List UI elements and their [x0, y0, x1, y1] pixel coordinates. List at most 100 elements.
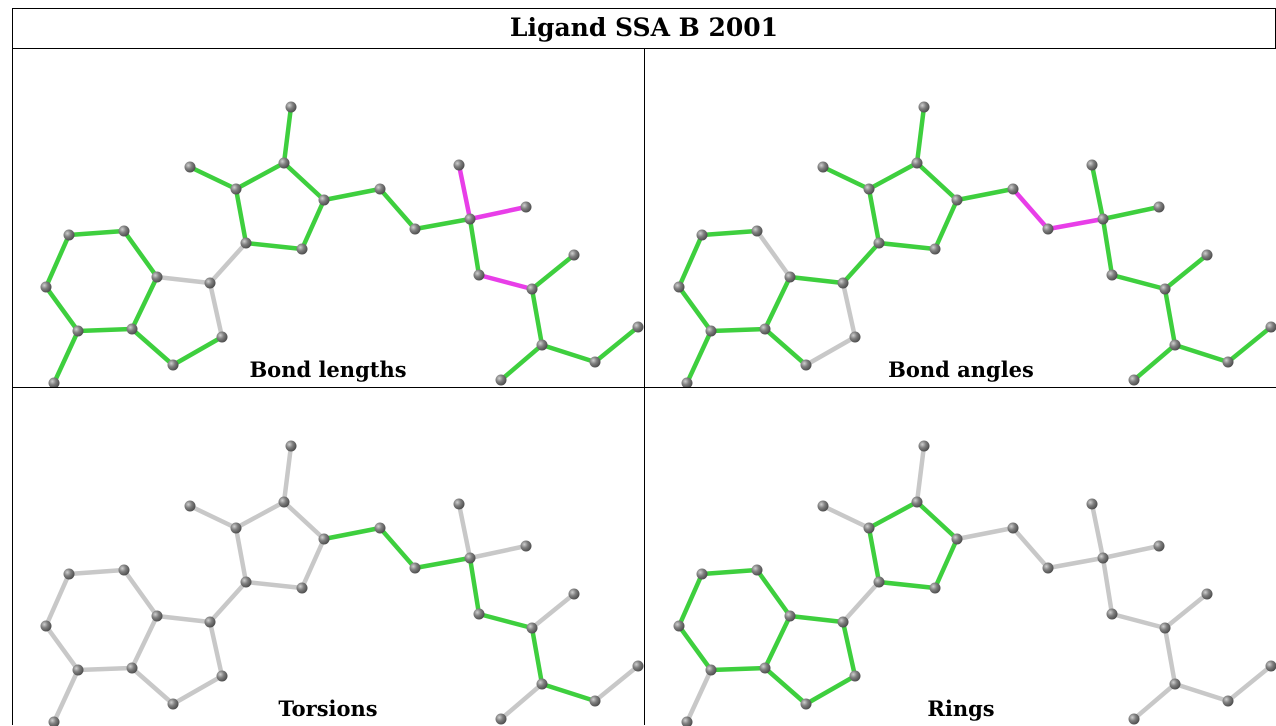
atom-a2 [752, 565, 763, 576]
atom-a12 [231, 523, 242, 534]
atom-a16 [319, 195, 330, 206]
atom-a2 [119, 226, 130, 237]
atom-a6 [760, 324, 771, 335]
bond-a18-a19 [380, 189, 415, 229]
atom-a22 [521, 202, 532, 213]
atom-a11 [874, 577, 885, 588]
atom-a4 [152, 272, 163, 283]
atom-a23 [474, 609, 485, 620]
bond-a24-a26 [1165, 289, 1175, 345]
bond-a3-a5 [46, 287, 78, 331]
bond-a14-a15 [284, 446, 291, 502]
bond-a24-a25 [1165, 594, 1207, 628]
atom-a26 [537, 679, 548, 690]
molecule-diagram-bond-angles [645, 49, 1276, 387]
atom-a4 [785, 272, 796, 283]
bond-a16-a18 [957, 528, 1013, 539]
atom-a14 [279, 158, 290, 169]
bond-a12-a14 [869, 163, 917, 189]
bond-a14-a16 [284, 502, 324, 539]
panel-rings: Rings [645, 388, 1276, 726]
bond-a1-a3 [46, 574, 69, 626]
atom-a29 [633, 661, 644, 672]
bond-a11-a17 [246, 582, 302, 588]
figure-table: Ligand SSA B 2001 Bond lengths Bond angl… [12, 8, 1276, 725]
bond-a4-a8 [790, 616, 843, 622]
bond-a3-a5 [46, 626, 78, 670]
bond-a1-a3 [46, 235, 69, 287]
atom-a20 [465, 553, 476, 564]
atom-a6 [127, 663, 138, 674]
bond-a8-a11 [210, 582, 246, 622]
atom-a15 [286, 441, 297, 452]
bond-a14-a15 [284, 107, 291, 163]
atom-a4 [785, 611, 796, 622]
atom-a13 [818, 501, 829, 512]
bond-a8-a11 [843, 243, 879, 283]
atom-a1 [697, 569, 708, 580]
bond-a2-a4 [757, 231, 790, 277]
atom-a18 [1008, 184, 1019, 195]
atom-a23 [1107, 270, 1118, 281]
atom-a1 [64, 230, 75, 241]
atom-a21 [1087, 160, 1098, 171]
bond-a24-a25 [532, 594, 574, 628]
bond-a4-a6 [132, 277, 157, 329]
bond-a12-a13 [190, 167, 236, 189]
atom-a5 [706, 665, 717, 676]
bond-a23-a24 [479, 614, 532, 628]
atom-a21 [1087, 499, 1098, 510]
atom-a29 [1266, 322, 1276, 333]
bond-a18-a19 [1013, 189, 1048, 229]
bond-a20-a23 [1103, 219, 1112, 275]
molecule-diagram-rings [645, 388, 1276, 726]
bond-a24-a25 [1165, 255, 1207, 289]
atom-a3 [674, 621, 685, 632]
bond-a11-a12 [869, 189, 879, 243]
atom-a19 [410, 563, 421, 574]
atom-a5 [706, 326, 717, 337]
atom-a12 [864, 523, 875, 534]
panel-bond-angles: Bond angles [645, 49, 1276, 387]
caption-bond-angles: Bond angles [645, 357, 1276, 382]
bond-a19-a20 [415, 219, 470, 229]
bond-a20-a22 [1103, 207, 1159, 219]
atom-a16 [952, 195, 963, 206]
caption-torsions: Torsions [12, 696, 644, 721]
atom-a8 [205, 278, 216, 289]
atom-a19 [1043, 224, 1054, 235]
atom-a29 [1266, 661, 1276, 672]
atom-a24 [527, 284, 538, 295]
bond-a14-a16 [284, 163, 324, 200]
bond-a12-a13 [823, 506, 869, 528]
atom-a1 [697, 230, 708, 241]
atom-a25 [1202, 589, 1213, 600]
bond-a23-a24 [1112, 275, 1165, 289]
bond-a24-a25 [532, 255, 574, 289]
bond-a11-a17 [879, 582, 935, 588]
atom-a3 [41, 282, 52, 293]
bond-a20-a23 [470, 558, 479, 614]
bond-a16-a18 [324, 189, 380, 200]
atom-a4 [152, 611, 163, 622]
atom-a10 [850, 671, 861, 682]
atom-a10 [850, 332, 861, 343]
atom-a17 [930, 244, 941, 255]
atom-a13 [818, 162, 829, 173]
bond-a11-a12 [869, 528, 879, 582]
atom-a10 [217, 671, 228, 682]
border-left [12, 8, 13, 725]
bond-a12-a14 [869, 502, 917, 528]
bond-a24-a26 [532, 289, 542, 345]
bond-a1-a3 [679, 235, 702, 287]
caption-rings: Rings [645, 696, 1276, 721]
atom-a19 [410, 224, 421, 235]
bond-a8-a10 [210, 622, 222, 676]
atom-a18 [375, 184, 386, 195]
bond-a2-a4 [124, 570, 157, 616]
bond-a2-a4 [757, 570, 790, 616]
atom-a12 [864, 184, 875, 195]
atom-a14 [912, 158, 923, 169]
atom-a12 [231, 184, 242, 195]
bond-a11-a12 [236, 189, 246, 243]
